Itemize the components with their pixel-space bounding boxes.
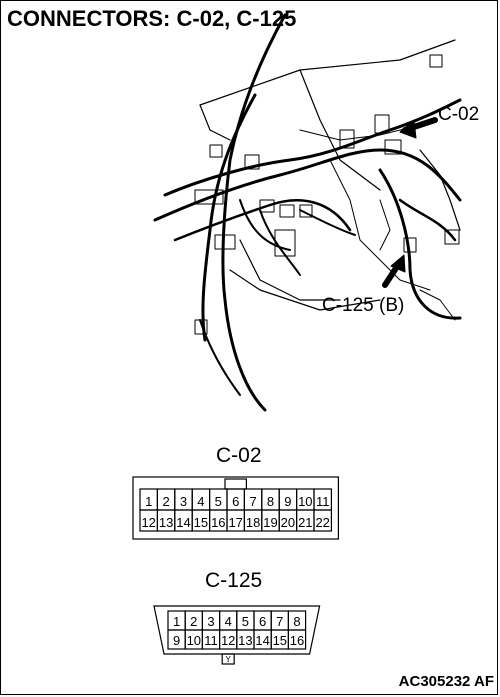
c02-pin-label: 12: [141, 515, 155, 530]
c125-pin-label: 1: [173, 614, 180, 629]
c125-pin-label: 8: [293, 614, 300, 629]
c02-pin-label: 21: [298, 515, 312, 530]
c125-pin-cell: [287, 629, 307, 650]
c125-pin-label: 3: [207, 614, 214, 629]
c02-pin-label: 4: [197, 494, 204, 509]
page-title: CONNECTORS: C-02, C-125: [7, 6, 297, 31]
c125-pin-label: 10: [187, 633, 201, 648]
c02-pin-label: 14: [176, 515, 190, 530]
c02-pin-label: 11: [316, 494, 330, 509]
c125-key-mark: Y: [226, 655, 232, 664]
c02-pin-label: 20: [281, 515, 295, 530]
c125-pin-label: 2: [190, 614, 197, 629]
c125-pin-label: 13: [238, 633, 252, 648]
c125-key: [221, 653, 235, 665]
c125-pin-label: 6: [259, 614, 266, 629]
c125-pin-label: 15: [273, 633, 287, 648]
c02-pin-label: 18: [246, 515, 260, 530]
c02-pin-label: 7: [249, 494, 256, 509]
c02-pin-label: 1: [145, 494, 152, 509]
c02-pin-label: 16: [211, 515, 225, 530]
c125-pin-label: 14: [255, 633, 269, 648]
connector-c125-title: C-125: [205, 569, 263, 592]
c02-pin-cell: [313, 509, 332, 532]
c02-pin-label: 17: [228, 515, 242, 530]
c02-pin-label: 5: [215, 494, 222, 509]
connector-c02-title: C-02: [216, 444, 262, 467]
figure-reference: AC305232 AF: [398, 673, 494, 690]
c125-pin-label: 12: [221, 633, 235, 648]
c02-pin-label: 22: [315, 515, 329, 530]
c125-pin-label: 4: [225, 614, 232, 629]
callout-c02: C-02: [438, 104, 480, 125]
c02-pin-label: 10: [298, 494, 312, 509]
c02-pin-label: 19: [263, 515, 277, 530]
c125-pin-label: 16: [290, 633, 304, 648]
c02-pin-label: 15: [194, 515, 208, 530]
c02-pin-label: 13: [159, 515, 173, 530]
c125-pin-label: 7: [276, 614, 283, 629]
c02-pin-label: 9: [284, 494, 291, 509]
c02-pin-label: 2: [162, 494, 169, 509]
c02-pin-label: 8: [267, 494, 274, 509]
c02-pin-label: 3: [180, 494, 187, 509]
c125-pin-label: 9: [173, 633, 180, 648]
callout-c125: C-125 (B): [322, 295, 405, 316]
c02-housing: [132, 476, 339, 540]
c125-pin-label: 11: [204, 633, 218, 648]
c02-pin-label: 6: [232, 494, 239, 509]
c125-housing: [153, 605, 321, 655]
c125-pin-label: 5: [242, 614, 249, 629]
